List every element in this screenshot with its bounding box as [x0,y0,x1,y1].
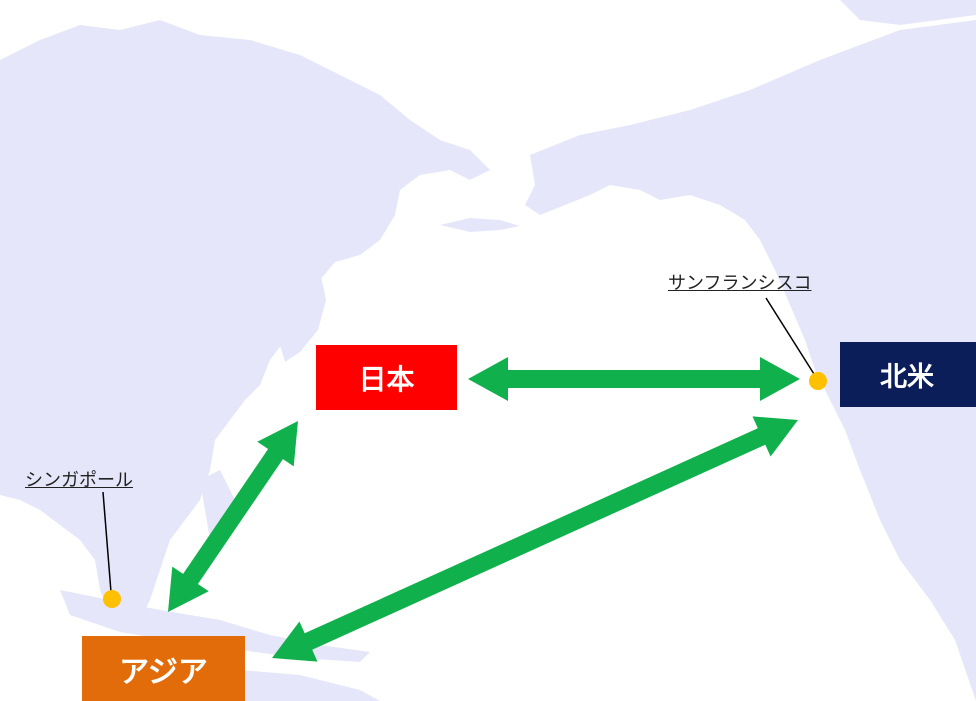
north-america-label: 北米 [880,362,934,393]
japan-label-box: 日本 [316,345,457,410]
arrow-japan-north-america [468,357,800,401]
sf-leader-line [765,297,815,375]
connection-arrows [168,357,800,662]
north-america-label-box: 北米 [840,342,976,407]
singapore-dot [103,590,121,608]
land-north-america [525,20,976,701]
asia-label-box: アジア [82,636,245,701]
san-francisco-label: サンフランシスコ [668,273,812,294]
land-eurasia [0,20,490,625]
land-japan [280,262,326,362]
arrow-japan-asia [168,421,298,612]
japan-label: 日本 [358,362,415,396]
sg-leader-line [102,491,112,593]
singapore-label: シンガポール [25,470,133,491]
san-francisco-dot [809,372,827,390]
arrow-asia-north-america [272,416,798,662]
asia-label: アジア [119,654,208,690]
land-aleutian [440,218,520,232]
land-greenland [840,0,976,25]
land-kamchatka [300,205,385,265]
